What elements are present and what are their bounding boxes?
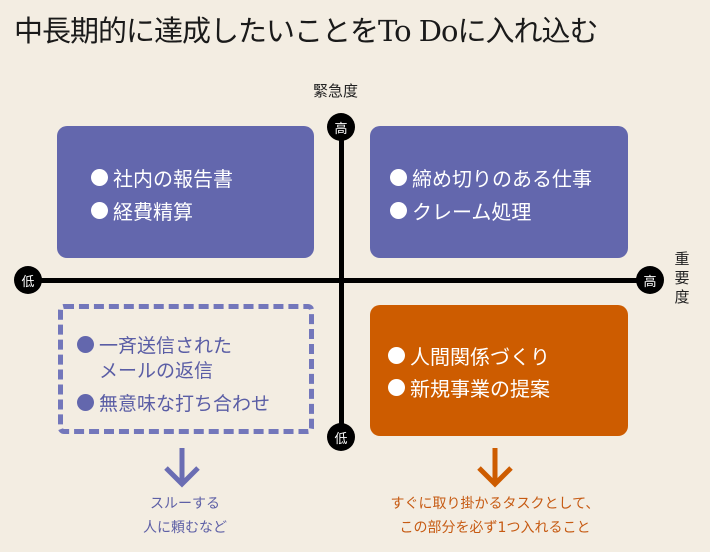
item-text: 締め切りのある仕事 <box>412 167 592 191</box>
list-item: 無意味な打ち合わせ <box>77 389 270 416</box>
quadrant-top-right: 締め切りのある仕事 クレーム処理 <box>370 126 628 258</box>
quadrant-bottom-left: 一斉送信された メールの返信 無意味な打ち合わせ <box>58 304 314 434</box>
urgency-axis-label: 緊急度 <box>313 82 359 100</box>
importance-high-marker: 高 <box>636 266 664 294</box>
item-text: 経費精算 <box>113 200 193 224</box>
label-char: 度 <box>674 288 690 306</box>
bullet-icon <box>390 169 407 186</box>
urgency-low-marker: 低 <box>327 423 355 451</box>
bullet-icon <box>388 347 405 364</box>
list-item: 人間関係づくり <box>388 341 550 370</box>
bullet-icon <box>388 379 405 396</box>
list-item: クレーム処理 <box>390 196 531 225</box>
bullet-icon <box>390 202 407 219</box>
list-item: 一斉送信された <box>77 331 232 358</box>
item-text: 新規事業の提案 <box>410 377 550 401</box>
bullet-icon <box>77 394 94 411</box>
list-item: 経費精算 <box>91 196 193 225</box>
item-text: メールの返信 <box>99 360 214 382</box>
urgency-high-marker: 高 <box>327 113 355 141</box>
item-text: 無意味な打ち合わせ <box>99 393 271 415</box>
list-item-continued: メールの返信 <box>99 356 213 383</box>
bullet-icon <box>77 336 94 353</box>
list-item: 新規事業の提案 <box>388 373 550 402</box>
bottom-left-note: スルーする 人に頼むなど <box>125 492 245 540</box>
item-text: 人間関係づくり <box>410 345 550 369</box>
list-item: 社内の報告書 <box>91 163 233 192</box>
bullet-icon <box>91 202 108 219</box>
page-title: 中長期的に達成したいことをTo Doに入れ込む <box>14 14 598 48</box>
bullet-icon <box>91 169 108 186</box>
item-text: クレーム処理 <box>412 200 532 224</box>
note-line: この部分を必ず1つ入れること <box>399 520 591 536</box>
item-text: 一斉送信された <box>99 335 233 357</box>
label-char: 要 <box>674 269 690 287</box>
note-line: すぐに取り掛かるタスクとして、 <box>390 496 600 512</box>
importance-axis <box>28 278 650 283</box>
list-item: 締め切りのある仕事 <box>390 163 592 192</box>
bottom-right-note: すぐに取り掛かるタスクとして、 この部分を必ず1つ入れること <box>380 492 610 540</box>
item-text: 社内の報告書 <box>113 167 233 191</box>
importance-low-marker: 低 <box>14 266 42 294</box>
quadrant-bottom-right: 人間関係づくり 新規事業の提案 <box>370 305 628 436</box>
note-line: スルーする <box>150 496 220 512</box>
arrow-down-icon <box>164 448 200 488</box>
quadrant-top-left: 社内の報告書 経費精算 <box>57 126 314 258</box>
label-char: 重 <box>674 250 690 268</box>
importance-axis-label: 重 要 度 <box>672 250 692 307</box>
arrow-down-icon <box>477 448 513 488</box>
note-line: 人に頼むなど <box>143 520 227 536</box>
